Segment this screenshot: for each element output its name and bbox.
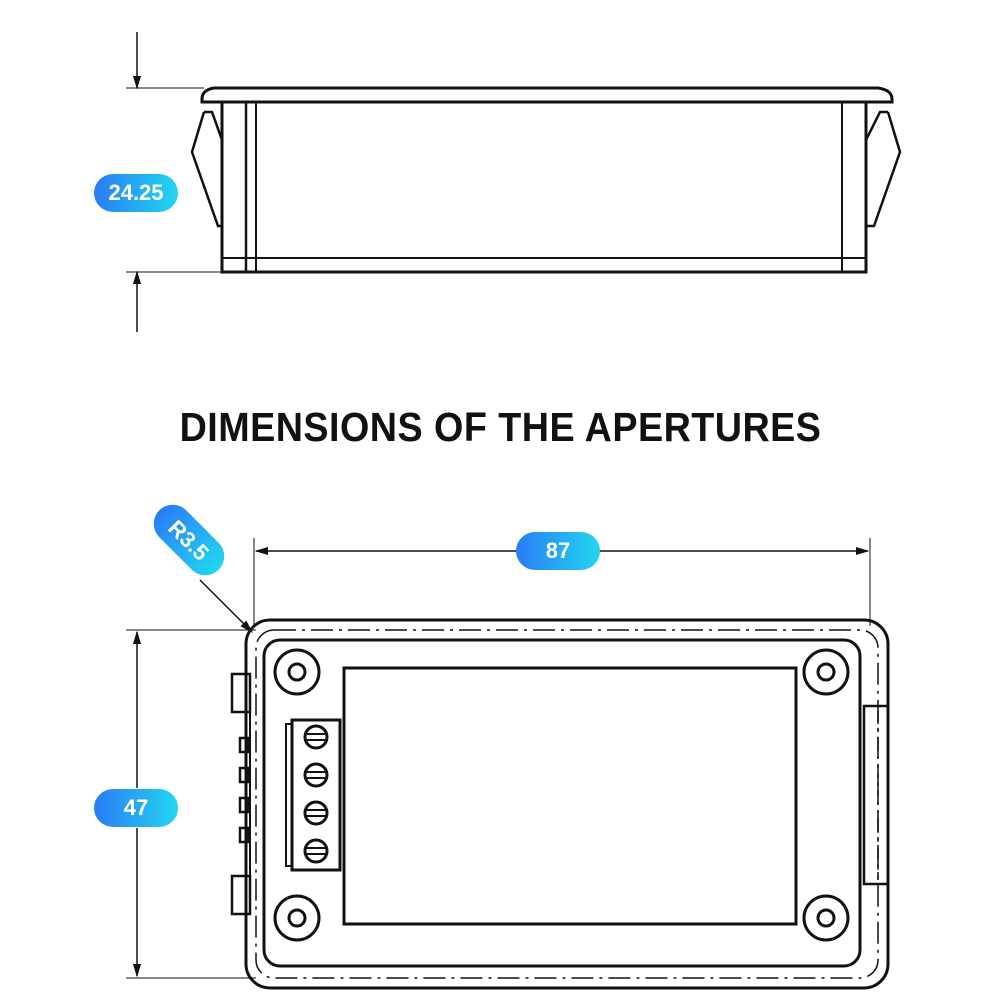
width-badge: 87 (516, 532, 600, 570)
terminal-screw (303, 762, 329, 788)
mounting-hole-bottom-right (802, 894, 850, 942)
left-clip-top (230, 672, 252, 714)
terminal-screw (303, 838, 329, 864)
left-clip-bottom (230, 874, 252, 916)
terminal-screw (303, 800, 329, 826)
terminal-block (285, 718, 342, 872)
right-side-latch (862, 704, 890, 886)
height-side-badge: 24.25 (94, 174, 178, 212)
terminal-screw (303, 724, 329, 750)
height-side-label: 24.25 (108, 180, 164, 205)
front-view-inner-frame (262, 638, 862, 968)
width-label: 87 (545, 538, 571, 563)
radius-leader-line (199, 579, 253, 633)
mounting-hole-top-left (273, 648, 321, 696)
height-front-badge: 47 (94, 789, 178, 827)
left-side-clips (230, 672, 252, 916)
height-front-label: 47 (123, 795, 149, 820)
front-view-aperture-outline (255, 629, 879, 979)
radius-badge: R3.5 (153, 504, 225, 576)
side-view-body (220, 100, 868, 274)
front-view (126, 538, 890, 990)
front-view-display-window (342, 666, 798, 926)
side-view-lid (200, 86, 894, 104)
page-title: DIMENSIONS OF THE APERTURES (179, 404, 822, 450)
side-view-right-clip (864, 110, 902, 228)
mounting-hole-top-right (802, 648, 850, 696)
front-view-outer-frame (244, 618, 890, 990)
side-view (126, 32, 902, 332)
mounting-hole-bottom-left (273, 894, 321, 942)
side-view-left-clip (190, 110, 224, 228)
